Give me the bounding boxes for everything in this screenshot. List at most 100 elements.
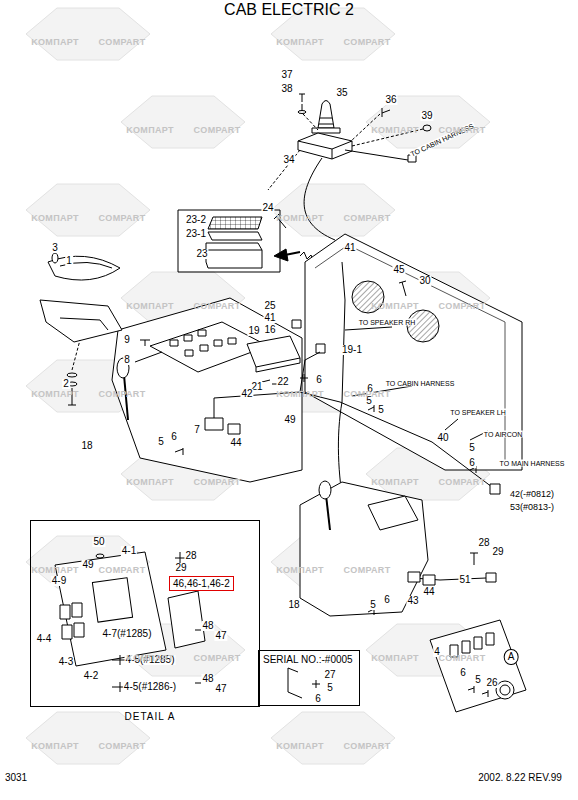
- wire: [304, 158, 335, 240]
- callout-number: 48: [201, 674, 214, 684]
- callout-number: A: [504, 649, 519, 665]
- detail-frame: DETAIL A46,46-1,46-2: [30, 520, 260, 707]
- watermark: KOMПАРТ: [276, 390, 323, 399]
- callout-number: 9: [123, 335, 131, 345]
- callout-number: 47: [214, 631, 227, 641]
- callout-number: 23-2: [185, 215, 207, 225]
- callout-number: 19-1: [341, 345, 363, 355]
- callout-number: 23: [195, 249, 208, 259]
- watermark: KOMПАРТ: [126, 302, 173, 311]
- watermark: KOMПАРТ: [371, 478, 418, 487]
- wire: [214, 392, 496, 490]
- callout-number: 19: [247, 326, 260, 336]
- callout-number: 50: [92, 537, 105, 547]
- highlight-box: 46,46-1,46-2: [169, 576, 234, 591]
- watermark: COMPART: [99, 566, 146, 575]
- watermark: COMPART: [194, 654, 241, 663]
- connector: [205, 418, 223, 430]
- callout-number: 38: [280, 84, 293, 94]
- callout-number: 53(#0813-): [509, 503, 555, 512]
- watermark: KOMПАРТ: [276, 566, 323, 575]
- callout-number: 44: [422, 587, 435, 597]
- harness-note: TO MAIN HARNESS: [499, 460, 566, 467]
- watermark: COMPART: [344, 742, 391, 751]
- callout-number: 5: [326, 683, 334, 693]
- handle: [48, 256, 120, 280]
- watermark: COMPART: [99, 214, 146, 223]
- relay-box: [168, 591, 205, 648]
- callout-number: 34: [282, 155, 295, 165]
- callout-number: 18: [287, 600, 300, 610]
- callout-number: 44: [229, 438, 242, 448]
- callout-number: 39: [420, 111, 433, 121]
- inset-frame: [178, 210, 280, 272]
- watermark-shape: [271, 184, 395, 236]
- callout-number: 4-9: [51, 576, 67, 586]
- callout-number: 6: [468, 458, 476, 468]
- callout-number: 8: [123, 355, 131, 365]
- callout-number: 26: [485, 678, 498, 688]
- callout-number: 4-2: [83, 671, 99, 681]
- callout-number: 4-3: [58, 657, 74, 667]
- harness-note: TO AIRCON: [483, 431, 523, 438]
- beacon-lamp: [318, 101, 334, 129]
- watermark: COMPART: [439, 654, 486, 663]
- callout-number: 46,46-1,46-2: [173, 578, 230, 589]
- control-module: [247, 336, 300, 367]
- watermark: KOMПАРТ: [31, 742, 78, 751]
- detail-heading: DETAIL A: [125, 711, 176, 722]
- switch-plate: [430, 620, 526, 712]
- watermark: KOMПАРТ: [276, 38, 323, 47]
- callout-number: 22: [276, 377, 289, 387]
- callout-number: 6: [170, 432, 178, 442]
- right-console: [300, 482, 428, 616]
- watermark: KOMПАРТ: [31, 214, 78, 223]
- watermark: COMPART: [344, 566, 391, 575]
- callout-number: 48: [201, 621, 214, 631]
- watermark: COMPART: [439, 478, 486, 487]
- callout-number: 6: [383, 595, 391, 605]
- callout-number: 6: [315, 375, 323, 385]
- callout-number: 29: [174, 563, 187, 573]
- callout-number: 40: [436, 433, 449, 443]
- callout-number: 42(-#0812): [509, 490, 555, 499]
- callout-number: 3: [51, 243, 59, 253]
- callout-number: 28: [184, 551, 197, 561]
- harness-note: TO SPEAKER LH: [449, 409, 507, 416]
- callout-number: 3031: [4, 773, 28, 783]
- callout-number: 5: [468, 443, 476, 453]
- watermark: KOMПАРТ: [371, 302, 418, 311]
- callout-number: 5: [377, 405, 385, 415]
- callout-number: 2: [62, 379, 70, 389]
- callout-number: 6: [314, 694, 322, 704]
- callout-number: 51: [458, 575, 471, 585]
- watermark-shape: [271, 712, 395, 764]
- callout-number: 41: [263, 313, 276, 323]
- watermark: COMPART: [344, 390, 391, 399]
- watermark: KOMПАРТ: [31, 390, 78, 399]
- callout-number: 45: [392, 265, 405, 275]
- serial-note: SERIAL NO.:-#0005: [263, 654, 355, 665]
- callout-number: 49: [81, 560, 94, 570]
- watermark: KOMПАРТ: [371, 654, 418, 663]
- callout-number: 37: [280, 70, 293, 80]
- beacon-bracket: [298, 133, 352, 159]
- callout-number: 1: [65, 256, 73, 266]
- watermark: COMPART: [194, 478, 241, 487]
- callout-number: 43: [406, 596, 419, 606]
- callout-number: 41: [343, 243, 356, 253]
- watermark: KOMПАРТ: [126, 126, 173, 135]
- watermark: KOMПАРТ: [371, 126, 418, 135]
- page-title: CAB ELECTRIC 2: [224, 2, 354, 18]
- callout-number: 24: [261, 203, 274, 213]
- callout-number: 4-5(#1286-): [123, 682, 177, 692]
- callout-number: 4-1: [121, 546, 137, 556]
- callout-number: 4-7(#1285): [102, 629, 153, 639]
- callout-number: 18: [80, 441, 93, 451]
- watermark: COMPART: [439, 126, 486, 135]
- watermark: KOMПАРТ: [31, 566, 78, 575]
- watermark: COMPART: [439, 302, 486, 311]
- speaker: [407, 310, 439, 342]
- callout-number: 5: [369, 600, 377, 610]
- callout-number: 2002. 8.22 REV.99: [477, 773, 563, 783]
